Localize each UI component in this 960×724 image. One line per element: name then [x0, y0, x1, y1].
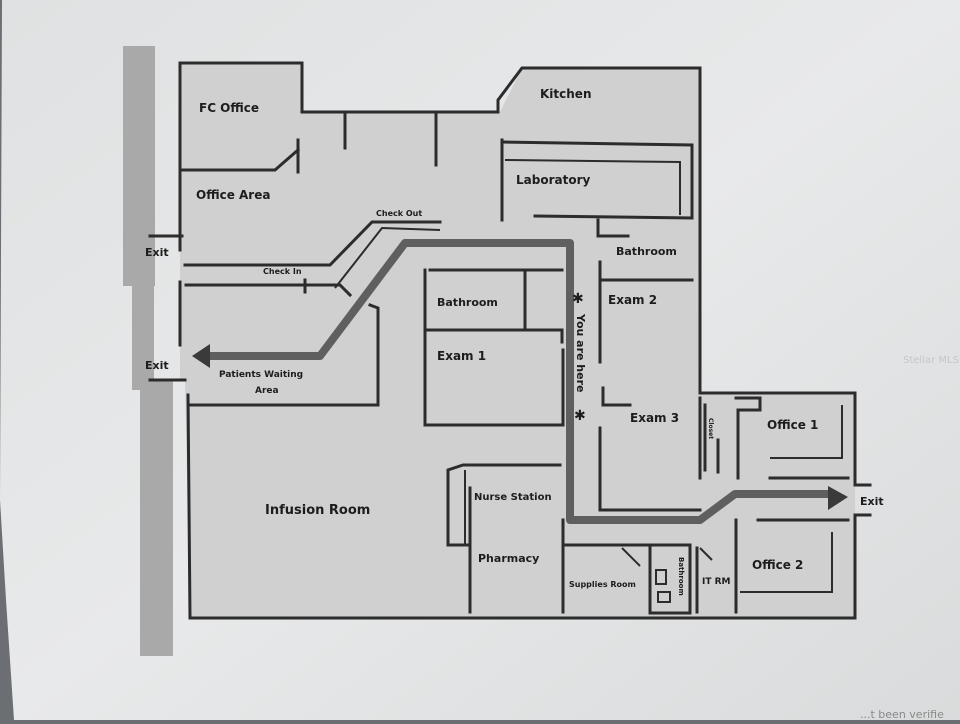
office1-desk — [770, 405, 843, 459]
check-in-counter — [184, 283, 353, 298]
label-exam-2: Exam 2 — [608, 293, 657, 307]
bathroom-mid-wall — [426, 328, 564, 344]
waiting-area-wall — [188, 303, 380, 407]
label-bathroom-top: Bathroom — [616, 245, 677, 258]
exit-arrow-left — [192, 344, 210, 368]
toilet-icon — [655, 569, 667, 585]
label-patients-waiting-area: Area — [255, 386, 279, 396]
lab-wall — [533, 214, 694, 220]
label-exit-right: Exit — [860, 495, 884, 508]
nurse-station-wall — [446, 463, 562, 547]
check-out-counter — [183, 220, 442, 267]
watermark: Stellar MLS — [903, 355, 959, 366]
label-nurse-station: Nurse Station — [474, 492, 552, 503]
outer-wall-lower — [186, 393, 857, 620]
star-marker: ✱ — [574, 408, 586, 424]
bathroom-wall — [596, 218, 630, 238]
label-you-are-here: You are here — [574, 313, 587, 393]
exit-arrow-right — [828, 486, 848, 510]
label-office-1: Office 1 — [767, 418, 818, 432]
star-marker: ✱ — [572, 291, 584, 307]
label-bathroom-small: Bathroom — [677, 557, 685, 596]
label-fc-office: FC Office — [199, 101, 259, 115]
label-exam-3: Exam 3 — [630, 411, 679, 425]
label-closet: Closet — [707, 418, 714, 439]
check-out-counter-inner — [334, 226, 441, 289]
label-it-rm: IT RM — [702, 577, 731, 587]
label-check-out: Check Out — [376, 209, 422, 218]
fc-office-wall — [178, 147, 301, 172]
label-infusion-room: Infusion Room — [265, 503, 370, 518]
label-patients-waiting: Patients Waiting — [219, 370, 303, 380]
supplies-door — [621, 547, 641, 567]
footer-text: ...t been verifie — [860, 708, 944, 720]
exterior-column-mid — [132, 280, 154, 390]
it-room-door — [699, 547, 713, 561]
label-exit-mid-left: Exit — [145, 359, 169, 372]
evacuation-route-left — [205, 239, 830, 524]
exterior-column-lower — [140, 380, 173, 656]
office1-wall — [734, 396, 762, 480]
small-bathroom-wall — [648, 543, 692, 615]
building-floor — [180, 63, 855, 618]
exam3-wall — [598, 426, 702, 512]
label-pharmacy: Pharmacy — [478, 552, 539, 565]
sink-icon — [657, 591, 671, 603]
exterior-column — [123, 46, 155, 286]
lab-counter — [504, 159, 681, 215]
label-laboratory: Laboratory — [516, 173, 590, 187]
label-exam-1: Exam 1 — [437, 349, 486, 363]
label-office-area: Office Area — [196, 188, 270, 202]
office2-desk — [740, 532, 833, 593]
label-bathroom-mid: Bathroom — [437, 296, 498, 309]
label-kitchen: Kitchen — [540, 87, 592, 101]
outer-wall — [178, 61, 857, 487]
label-check-in: Check In — [263, 267, 302, 276]
label-office-2: Office 2 — [752, 558, 803, 572]
lab-wall — [500, 140, 694, 220]
label-supplies-room: Supplies Room — [569, 580, 636, 589]
label-exit-top-left: Exit — [145, 246, 169, 259]
exam1-wall — [423, 268, 565, 427]
exam3-wall — [601, 386, 632, 407]
